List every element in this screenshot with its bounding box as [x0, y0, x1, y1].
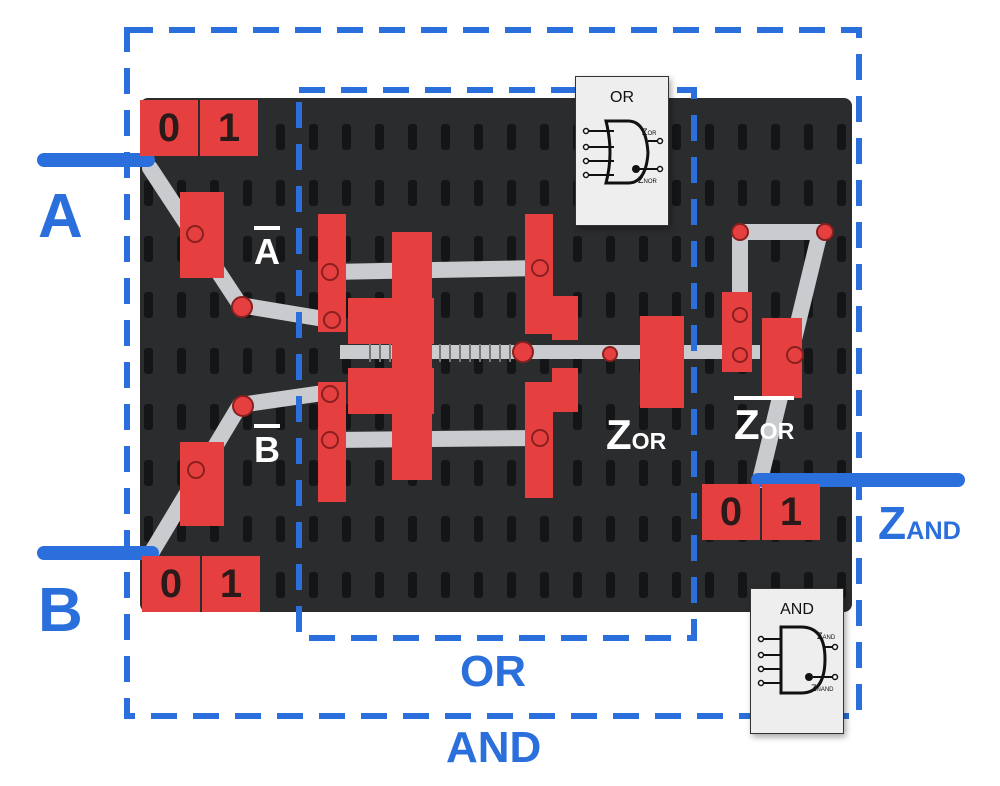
and-gate-card-title: AND [780, 601, 814, 618]
output-zor-label: ZOR [606, 414, 666, 456]
switch-out-zero: 0 [702, 484, 760, 540]
svg-text:ZOR: ZOR [642, 127, 657, 137]
or-card-out1-sub: OR [648, 131, 658, 137]
and-card-out1-sub: AND [823, 635, 836, 641]
and-card-out2: Z [811, 683, 817, 693]
output-zor-sub: OR [631, 428, 667, 454]
and-card-out1: Z [817, 631, 823, 641]
switch-b-zero: 0 [142, 556, 200, 612]
input-a-label: A [38, 182, 83, 251]
and-gate-symbol: ZAND ZNAND [757, 625, 839, 695]
output-zor-bar-main: Z [734, 401, 760, 448]
output-zand-label: ZAND [878, 500, 961, 546]
and-gate-card: AND ZAND ZNAND [750, 588, 844, 734]
or-region-label: OR [460, 647, 526, 696]
or-card-out2-sub: NOR [644, 179, 658, 185]
switch-b-one: 1 [202, 556, 260, 612]
output-zand-sub: AND [906, 517, 961, 545]
input-a-bar-label: A [254, 226, 280, 270]
or-gate-card-title: OR [610, 89, 634, 106]
or-gate-card: OR ZOR ZNOR [575, 76, 669, 226]
or-region-outline [296, 87, 697, 641]
svg-text:ZAND: ZAND [817, 631, 836, 641]
switch-out-one: 1 [762, 484, 820, 540]
or-card-out1: Z [642, 127, 648, 137]
and-region-outline [124, 27, 862, 719]
output-zand-main: Z [878, 497, 907, 549]
and-card-out2-sub: NAND [817, 687, 835, 693]
or-card-out2: Z [638, 175, 644, 185]
input-b-bar-label: B [254, 424, 280, 468]
output-zor-main: Z [606, 411, 632, 458]
output-zor-bar-sub: OR [759, 418, 795, 444]
svg-text:ZNOR: ZNOR [638, 175, 658, 185]
output-zor-bar-label: ZOR [734, 396, 795, 448]
svg-text:ZNAND: ZNAND [811, 683, 834, 693]
switch-a-one: 1 [200, 100, 258, 156]
switch-a-zero: 0 [140, 100, 198, 156]
input-b-label: B [38, 576, 83, 645]
and-region-label: AND [446, 723, 542, 772]
or-gate-symbol: ZOR ZNOR [582, 119, 664, 185]
